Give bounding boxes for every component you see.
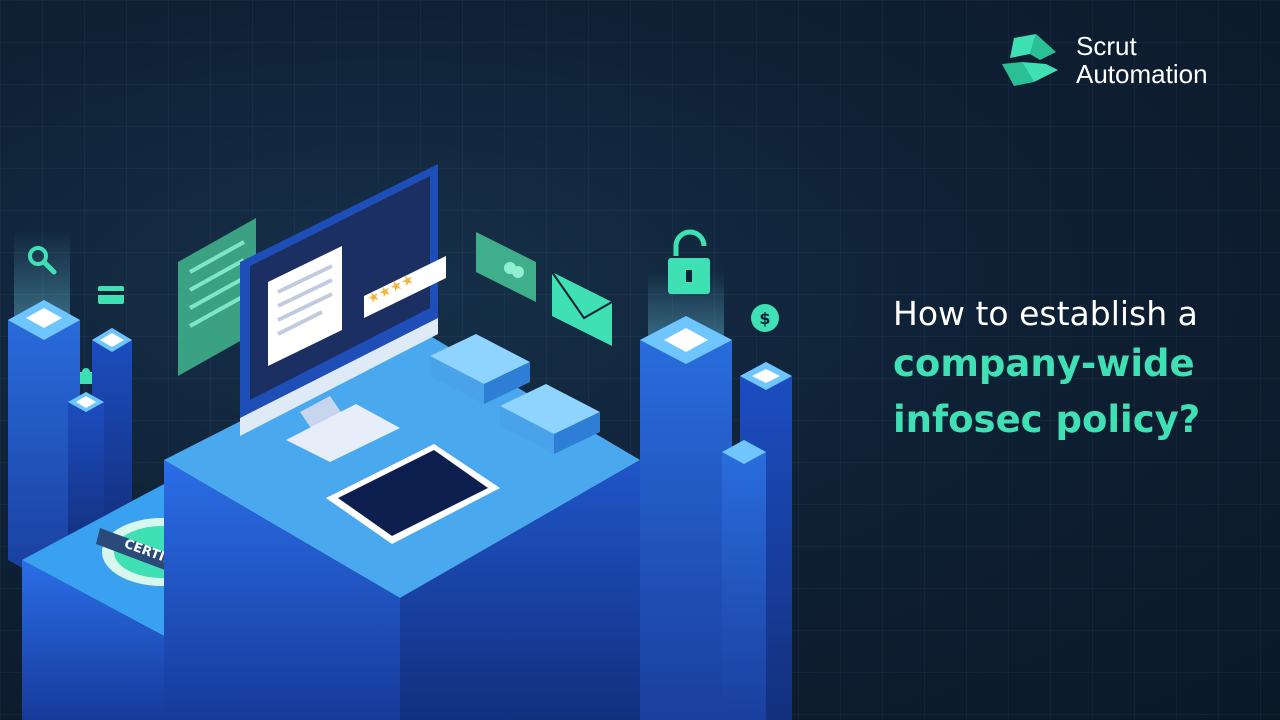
tablet-icon (326, 444, 500, 544)
brand-name-line2: Automation (1076, 59, 1208, 89)
svg-text:$: $ (759, 309, 770, 328)
dollar-icon: $ (751, 304, 779, 332)
headline: How to establish a company-wide infosec … (893, 292, 1253, 448)
monitor-icon (240, 164, 438, 462)
lock-open-icon (668, 229, 710, 294)
brand-name: Scrut Automation (1076, 32, 1208, 88)
headline-line1: How to establish a (893, 294, 1198, 333)
brand-name-line1: Scrut (1076, 31, 1137, 61)
envelope-icon (551, 271, 613, 346)
document-panel (178, 218, 256, 376)
search-icon (28, 246, 57, 275)
headline-line2: company-wide (893, 342, 1195, 385)
right-pillar-group (640, 270, 792, 720)
brand-logo[interactable]: Scrut Automation (1000, 30, 1260, 94)
server-units (430, 334, 600, 454)
headline-line3: infosec policy? (893, 398, 1201, 441)
security-isometric-illustration: CERTIFIED ★★★★ (8, 164, 792, 720)
scrut-logo-icon (1002, 34, 1058, 86)
puzzle-icon (80, 368, 92, 384)
left-pillar-group (8, 230, 132, 580)
payment-card-icon (476, 232, 536, 302)
credit-card-icon (98, 286, 124, 304)
